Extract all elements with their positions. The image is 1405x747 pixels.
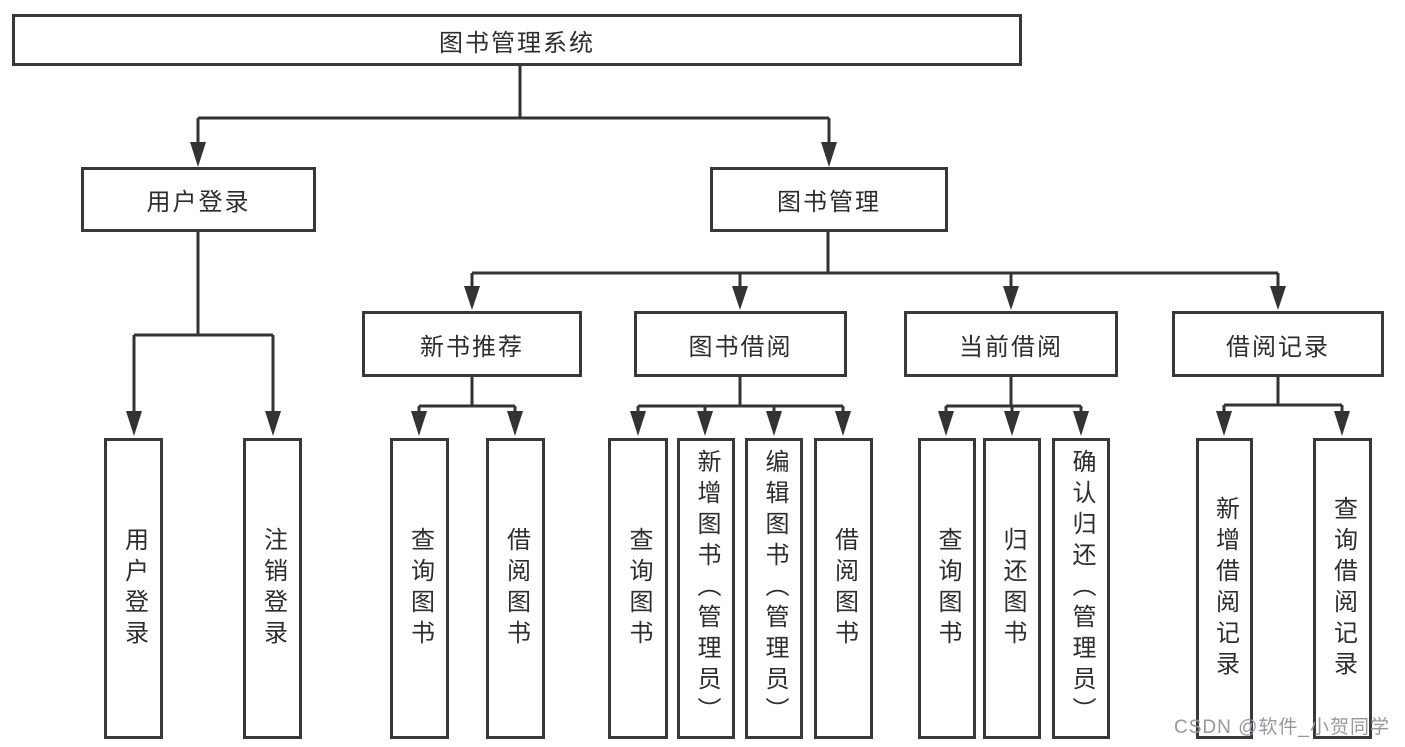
leaf-current-query-books: 查询图书 [918,438,976,739]
node-label: 新书推荐 [420,333,524,361]
node-borrowing-records: 借阅记录 [1172,311,1384,377]
leaf-borrow-query-books: 查询图书 [608,438,668,739]
node-label: 借阅图书 [830,526,858,651]
leaf-borrow-borrow-books: 借阅图书 [814,438,873,739]
csdn-watermark: CSDN @软件_小贺同学 [1174,717,1390,738]
leaf-current-confirm-return-admin: 确认归还（管理员） [1052,438,1110,739]
node-label: 查询借阅记录 [1329,495,1357,682]
connector-root-to-level2 [190,66,837,167]
node-label: 图书管理系统 [439,29,595,57]
node-book-borrowing: 图书借阅 [634,311,847,377]
node-label: 当前借阅 [959,333,1063,361]
leaf-newbook-borrow-books: 借阅图书 [486,438,545,739]
node-label: 借阅图书 [502,526,530,651]
connector-newbook-to-leaves [411,377,523,436]
node-label: 新增图书（管理员） [693,449,720,728]
node-label: 图书管理 [777,189,881,216]
node-user-login: 用户登录 [81,167,316,232]
leaf-borrow-edit-books-admin: 编辑图书（管理员） [745,438,803,739]
leaf-records-query-record: 查询借阅记录 [1313,438,1372,739]
connector-mgmt-to-level3 [464,232,1286,310]
leaf-records-add-record: 新增借阅记录 [1196,438,1253,739]
node-label: 借阅记录 [1226,333,1330,361]
leaf-newbook-query-books: 查询图书 [390,438,449,739]
connector-current-to-leaves [938,377,1089,436]
connector-records-to-leaves [1216,377,1350,436]
node-book-management: 图书管理 [710,167,948,232]
node-current-borrowing: 当前借阅 [904,311,1118,377]
node-library-system: 图书管理系统 [12,14,1022,66]
leaf-current-return-books: 归还图书 [983,438,1041,739]
node-label: 确认归还（管理员） [1068,449,1095,728]
node-label: 新增借阅记录 [1211,495,1239,682]
node-label: 用户登录 [120,526,148,651]
leaf-borrow-add-books-admin: 新增图书（管理员） [677,438,735,739]
node-label: 归还图书 [999,526,1026,651]
leaf-logout: 注销登录 [243,438,302,739]
node-label: 查询图书 [625,526,652,651]
node-new-book-recommendation: 新书推荐 [362,311,582,377]
node-label: 编辑图书（管理员） [761,449,788,728]
node-label: 查询图书 [934,526,961,651]
node-label: 图书借阅 [688,333,793,361]
connector-borrow-to-leaves [630,377,851,436]
node-label: 查询图书 [406,526,434,651]
leaf-user-login: 用户登录 [104,438,163,739]
node-label: 注销登录 [259,526,287,651]
node-label: 用户登录 [146,189,251,216]
connector-login-to-leaves [126,232,281,436]
